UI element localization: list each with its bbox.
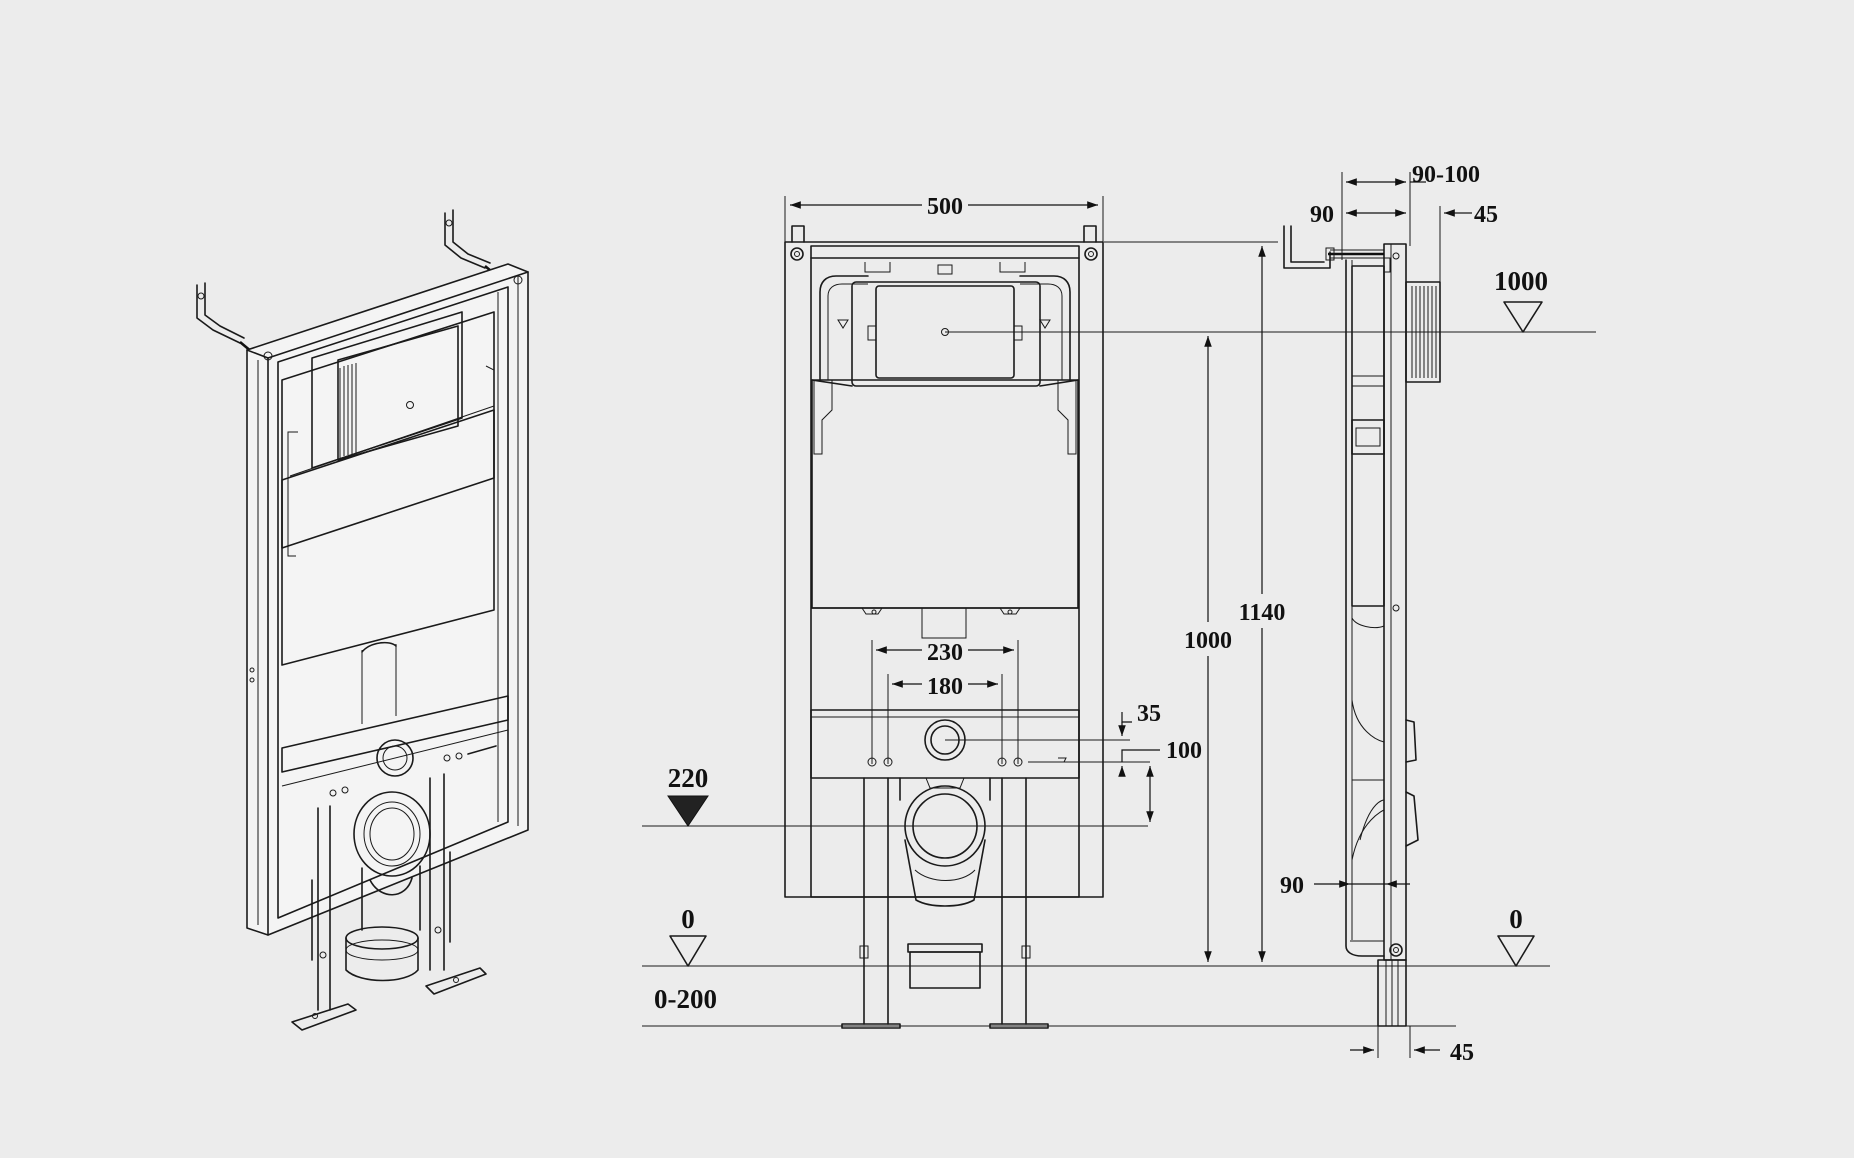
level-symbols: [667, 301, 1543, 967]
dim-depth-90: 90: [1310, 202, 1334, 228]
labels: 500 230 180 35 100 1000 1140 220 0 0-200…: [654, 162, 1548, 1066]
front-frame: [784, 225, 1104, 898]
dim-offset-100: 100: [1166, 738, 1202, 764]
side-foot: [1377, 959, 1407, 1027]
level-marker-0-front: [669, 935, 707, 967]
iso-cistern: [281, 311, 495, 666]
wall-hook-right: [444, 209, 498, 277]
iso-frame: [246, 263, 529, 936]
isometric-view: [196, 209, 529, 1031]
level-label-0-side: 0: [1509, 904, 1523, 934]
front-view: [784, 225, 1104, 1029]
wall-hook-left: [196, 282, 253, 353]
iso-flush-plate-lines: [339, 363, 357, 458]
level-marker-220: [667, 795, 709, 827]
side-frame: [1345, 243, 1407, 961]
dim-height-1140: 1140: [1239, 600, 1286, 626]
dim-pipe-45: 45: [1474, 202, 1498, 228]
dim-foot-45: 45: [1450, 1040, 1474, 1066]
reference-lines: [642, 241, 1596, 1027]
dim-height-1000: 1000: [1184, 628, 1232, 654]
level-marker-0-side: [1497, 935, 1535, 967]
iso-lower-frame: [281, 641, 509, 797]
dimensions: [784, 172, 1472, 1058]
dim-offset-35: 35: [1137, 701, 1161, 727]
level-label-1000: 1000: [1494, 266, 1548, 296]
side-wall-hook: [1283, 225, 1384, 269]
side-pipe: [1405, 281, 1441, 847]
dim-lower-depth-90: 90: [1280, 873, 1304, 899]
dim-depth-90-100: 90-100: [1412, 162, 1480, 188]
iso-legs: [291, 773, 487, 1031]
front-outlet-bar: [810, 709, 1080, 779]
level-label-220: 220: [668, 763, 709, 793]
level-marker-1000: [1503, 301, 1543, 333]
dim-adjust-0-200: 0-200: [654, 984, 717, 1014]
dim-outlet-230: 230: [927, 640, 963, 666]
dim-width-500: 500: [927, 194, 963, 220]
dim-outlet-180: 180: [927, 674, 963, 700]
front-legs-pipe: [841, 777, 1049, 1029]
level-label-0-front: 0: [681, 904, 695, 934]
side-view: [1283, 225, 1441, 1027]
front-cistern: [811, 262, 1079, 639]
